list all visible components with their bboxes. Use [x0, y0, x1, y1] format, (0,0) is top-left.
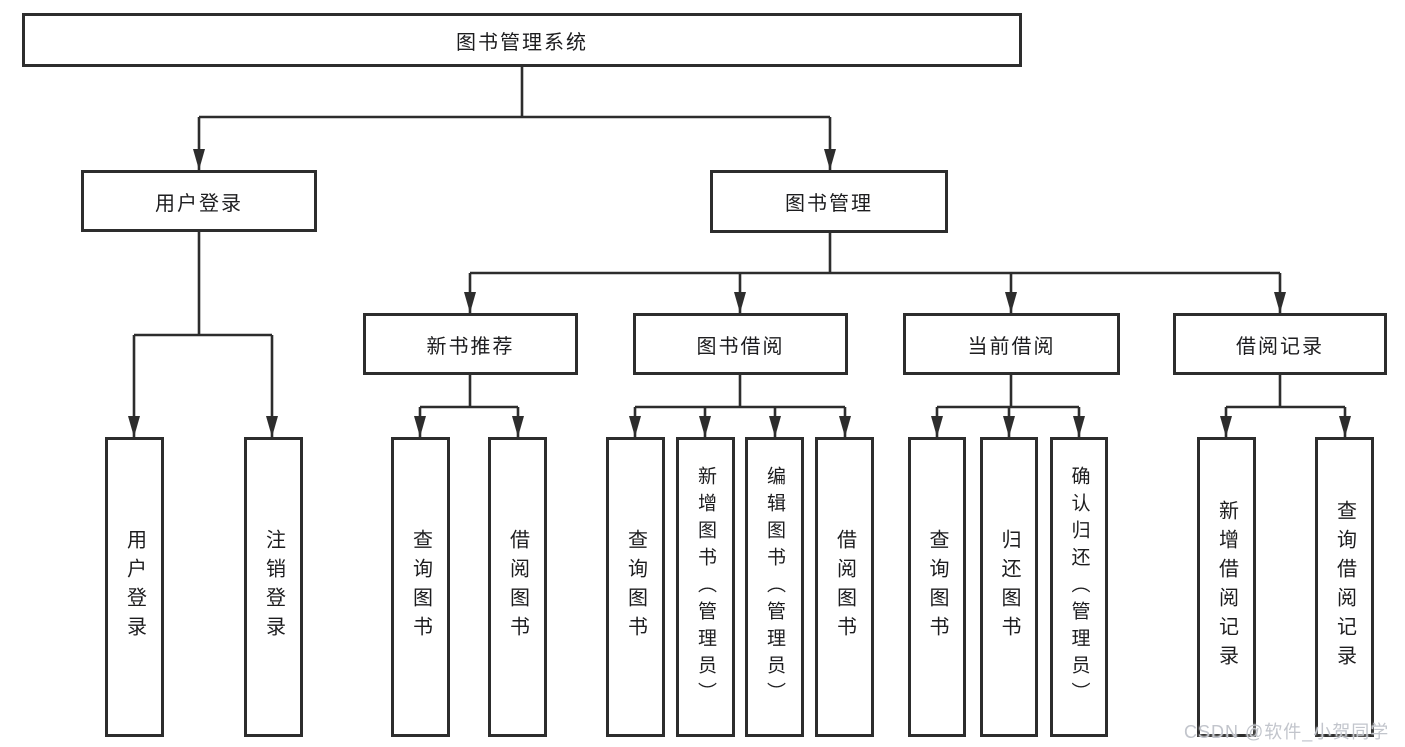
node-borrow-records-label: 借阅记录: [1236, 335, 1324, 358]
leaf-edit-books-admin-label: 编辑图书（管理员）: [764, 465, 785, 709]
leaf-borrow-books-label: 借阅图书: [833, 529, 856, 645]
leaf-user-login-label: 用户登录: [123, 529, 146, 645]
leaf-edit-books-admin: 编辑图书（管理员）: [745, 437, 804, 737]
leaf-query-books-borrow-label: 查询图书: [624, 529, 647, 645]
leaf-query-books-current-label: 查询图书: [926, 529, 948, 645]
leaf-borrow-books: 借阅图书: [815, 437, 874, 737]
node-new-book-recommend: 新书推荐: [363, 313, 578, 375]
leaf-query-books-recommend: 查询图书: [391, 437, 450, 737]
node-new-book-recommend-label: 新书推荐: [426, 335, 515, 358]
node-root-library-system: 图书管理系统: [22, 13, 1022, 67]
node-user-login-label: 用户登录: [155, 192, 243, 215]
node-book-borrow-label: 图书借阅: [696, 335, 785, 358]
leaf-return-books: 归还图书: [980, 437, 1038, 737]
node-borrow-records: 借阅记录: [1173, 313, 1387, 375]
leaf-add-books-admin-label: 新增图书（管理员）: [695, 465, 716, 709]
leaf-confirm-return-admin: 确认归还（管理员）: [1050, 437, 1108, 737]
node-book-management-label: 图书管理: [785, 193, 873, 215]
leaf-logout: 注销登录: [244, 437, 303, 737]
node-user-login: 用户登录: [81, 170, 317, 232]
leaf-confirm-return-admin-label: 确认归还（管理员）: [1068, 465, 1090, 709]
node-current-borrow: 当前借阅: [903, 313, 1120, 375]
node-current-borrow-label: 当前借阅: [967, 335, 1056, 358]
leaf-query-books-recommend-label: 查询图书: [409, 529, 432, 645]
node-book-management: 图书管理: [710, 170, 948, 233]
leaf-borrow-books-recommend-label: 借阅图书: [506, 529, 529, 645]
leaf-return-books-label: 归还图书: [998, 529, 1020, 645]
leaf-user-login: 用户登录: [105, 437, 164, 737]
leaf-query-borrow-record: 查询借阅记录: [1315, 437, 1374, 737]
node-root-label: 图书管理系统: [456, 31, 588, 54]
leaf-add-borrow-record-label: 新增借阅记录: [1215, 500, 1238, 674]
leaf-query-books-current: 查询图书: [908, 437, 966, 737]
csdn-watermark: CSDN @软件_小贺同学: [1184, 722, 1390, 742]
leaf-add-books-admin: 新增图书（管理员）: [676, 437, 735, 737]
leaf-borrow-books-recommend: 借阅图书: [488, 437, 547, 737]
leaf-add-borrow-record: 新增借阅记录: [1197, 437, 1256, 737]
leaf-query-books-borrow: 查询图书: [606, 437, 665, 737]
leaf-query-borrow-record-label: 查询借阅记录: [1333, 500, 1356, 674]
node-book-borrow: 图书借阅: [633, 313, 848, 375]
leaf-logout-label: 注销登录: [262, 529, 285, 645]
